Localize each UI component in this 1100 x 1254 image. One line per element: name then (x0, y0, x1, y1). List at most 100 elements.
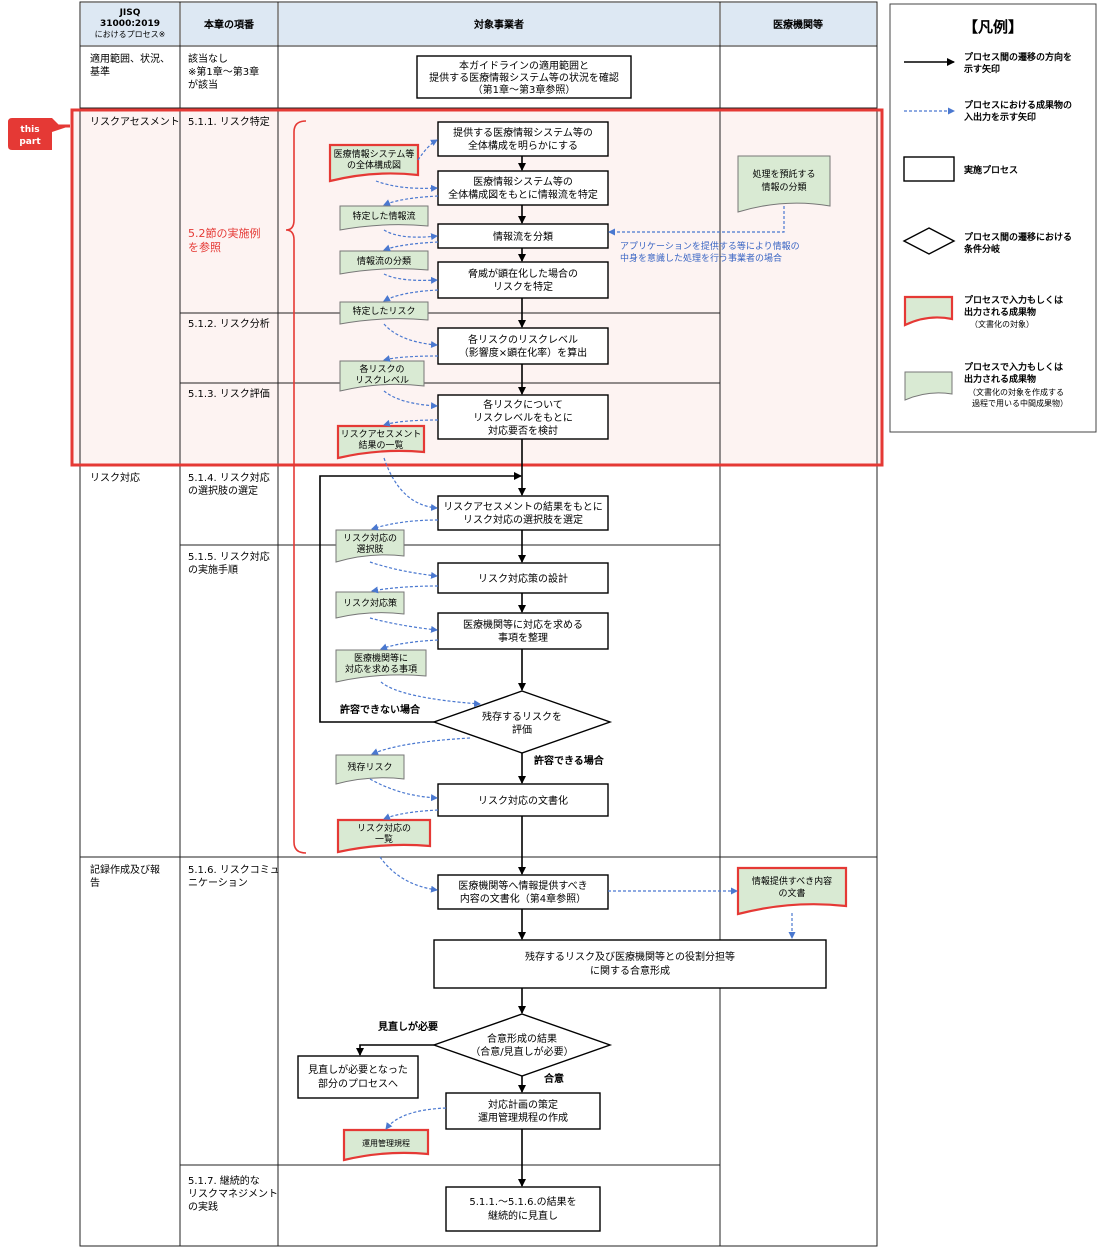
legend-decision-l1: プロセス間の遷移における (964, 231, 1072, 243)
legend-title: 【凡例】 (963, 18, 1023, 36)
doc-system-diagram (328, 143, 420, 183)
item-516: 5.1.6. リスクコミュ (188, 864, 280, 876)
process-identify-flow (437, 170, 609, 206)
row-recording: 記録作成及び報 (90, 863, 160, 876)
process-risk-level-l2: （影響度×顕在化率）を算出 (459, 346, 587, 359)
process-identify-risk-l1: 脅威が顕在化した場合の (468, 267, 578, 280)
flow-arrows (319, 156, 526, 1187)
process-consensus-l2: に関する合意形成 (590, 964, 670, 977)
doc-response-options (335, 529, 405, 563)
doc-response-list (336, 818, 432, 854)
process-identify-risk-l2: リスクを特定 (493, 280, 553, 293)
legend-red-doc-l2: 出力される成果物 (964, 306, 1036, 318)
process-select-options-l2: リスク対応の選択肢を選定 (463, 513, 583, 526)
process-organize-requests-l1: 医療機関等に対応を求める (463, 618, 583, 631)
process-design-measures (437, 562, 609, 594)
process-continuous-review (445, 1186, 601, 1232)
process-evaluate-l1: 各リスクについて (483, 398, 563, 411)
doc-response-list-l2: 一覧 (375, 833, 393, 845)
doc-delegated-l1: 処理を預託する (752, 168, 815, 180)
item-517-b: リスクマネジメント (188, 1188, 278, 1200)
doc-classification-label: 情報流の分類 (357, 255, 411, 267)
doc-level-l1: 各リスクの (359, 363, 404, 375)
doc-identified-risk (339, 301, 429, 325)
process-back-l2: 部分のプロセスへ (318, 1077, 398, 1090)
legend-green-doc-l4: 過程で用いる中間成果物） (972, 398, 1068, 408)
doc-residual-label: 残存リスク (347, 761, 392, 773)
process-evaluate-l2: リスクレベルをもとに (473, 412, 573, 424)
doc-identified-flow (339, 205, 429, 231)
header-section-number: 本章の項番 (204, 18, 255, 31)
item-516-b: ニケーション (188, 877, 248, 889)
process-plan (445, 1092, 601, 1130)
decision-consensus-l2: （合意/見直しが必要） (470, 1045, 573, 1058)
process-consensus (433, 939, 827, 989)
doc-options-l2: 選択肢 (356, 543, 383, 555)
process-continuous-l1: 5.1.1.～5.1.6.の結果を (469, 1195, 576, 1208)
doc-response-measures (335, 591, 405, 619)
doc-system-l1: 医療情報システム等 (334, 148, 415, 160)
doc-options-l1: リスク対応の (343, 532, 397, 544)
legend-green-doc-l2: 出力される成果物 (964, 373, 1036, 385)
legend-dash-l1: プロセスにおける成果物の (964, 99, 1072, 111)
item-na-note: ※第1章～第3章 (188, 65, 259, 78)
process-evaluate (437, 394, 609, 440)
item-514: 5.1.4. リスク対応 (188, 471, 270, 484)
doc-requests-l1: 医療機関等に (354, 652, 408, 664)
legend-red-doc-l3: （文書化の対象） (970, 319, 1034, 329)
doc-flow-classification (339, 250, 429, 275)
process-identify-flow-l2: 全体構成図をもとに情報流を特定 (448, 188, 598, 201)
doc-rules-label: 運用管理規程 (362, 1138, 410, 1148)
process-clarify-structure (437, 121, 609, 157)
process-risk-level-l1: 各リスクのリスクレベル (468, 333, 578, 346)
legend-arrow-l1: プロセス間の遷移の方向を (964, 51, 1072, 63)
decision-residual-l2: 評価 (512, 723, 532, 736)
process-confirm-scope-l1: 本ガイドラインの適用範囲と (459, 59, 589, 72)
legend-arrow-l2: 示す矢印 (964, 63, 1000, 75)
process-classify-flow (437, 223, 609, 249)
item-ref-52-b: を参照 (188, 240, 221, 254)
process-consensus-l1: 残存するリスク及び医療機関等との役割分担等 (525, 950, 735, 963)
section-bracket (285, 120, 307, 854)
item-513: 5.1.3. リスク評価 (188, 387, 270, 400)
doc-delegated-info (737, 155, 831, 213)
legend-dash-l2: 入出力を示す矢印 (963, 111, 1036, 123)
process-confirm-scope-l2: 提供する医療情報システム等の状況を確認 (429, 71, 619, 84)
item-515-b: の実施手順 (188, 563, 238, 576)
doc-risk-label: 特定したリスク (352, 305, 415, 317)
doc-operation-rules (342, 1128, 430, 1162)
doc-assessment-list (336, 424, 426, 460)
process-identify-flow-l1: 医療情報システム等の (473, 175, 573, 188)
assessment-highlight-frame (70, 108, 884, 467)
label-acceptable: 許容できる場合 (534, 754, 605, 767)
decision-residual-l1: 残存するリスクを (482, 710, 562, 723)
row-risk-assessment: リスクアセスメント (90, 116, 180, 128)
process-document-response (437, 783, 609, 817)
item-na: 該当なし (188, 52, 228, 65)
doc-system-l2: の全体構成図 (347, 159, 401, 171)
doc-assessment-l2: 結果の一覧 (358, 439, 403, 451)
process-confirm-scope (416, 55, 632, 99)
artifact-documents (328, 143, 848, 1162)
legend-decision-l2: 条件分岐 (963, 243, 1001, 255)
this-part-callout (8, 118, 70, 150)
process-evaluate-l3: 対応要否を検討 (488, 424, 558, 437)
row-scope-2: 基準 (90, 65, 110, 78)
process-document-response-label: リスク対応の文書化 (478, 794, 568, 807)
header-target-operator: 対象事業者 (473, 18, 524, 31)
row-scope: 適用範囲、状況、 (90, 52, 170, 65)
label-review-needed: 見直しが必要 (377, 1020, 438, 1033)
label-agreed: 合意 (543, 1072, 564, 1085)
process-clarify-l1: 提供する医療情報システム等の (453, 126, 593, 139)
process-plan-l1: 対応計画の策定 (488, 1098, 558, 1111)
item-515: 5.1.5. リスク対応 (188, 550, 270, 563)
doc-info-l1: 情報提供すべき内容 (752, 875, 832, 887)
item-517-c: の実践 (188, 1200, 218, 1213)
process-document-info (437, 874, 609, 910)
header-medical-institution: 医療機関等 (773, 18, 823, 31)
process-identify-risk (437, 261, 609, 299)
artifact-arrows (369, 139, 796, 1130)
doc-info-document (736, 866, 848, 916)
doc-delegated-l2: 情報の分類 (761, 181, 806, 193)
